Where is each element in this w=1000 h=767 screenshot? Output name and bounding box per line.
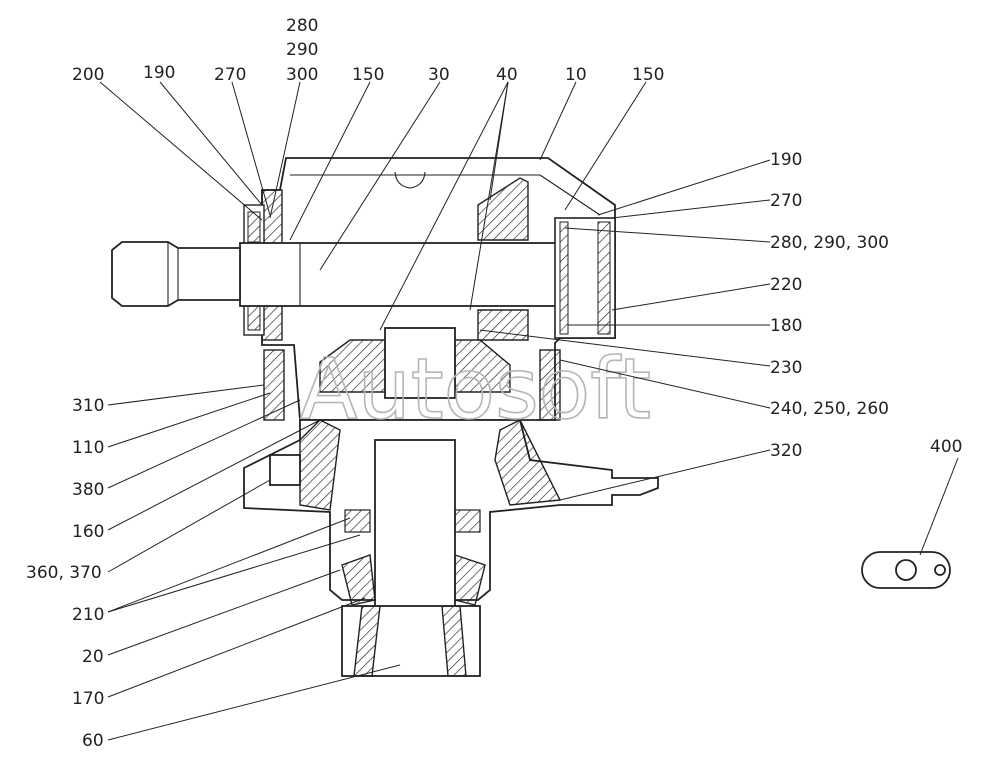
lower-housing-hatch-right	[494, 419, 562, 506]
item-400-pin	[934, 564, 946, 576]
top-boss	[394, 171, 426, 189]
label-40: 40	[496, 65, 518, 85]
taper-bearing-left	[341, 554, 376, 606]
label-310: 310	[72, 396, 104, 416]
label-60: 60	[82, 731, 104, 751]
label-150-right: 150	[632, 65, 664, 85]
vertical-shaft	[374, 439, 456, 609]
housing-drawing	[111, 157, 951, 677]
gear-hub	[384, 327, 456, 399]
watermark: Autosoft	[300, 340, 651, 438]
label-380: 380	[72, 480, 104, 500]
label-20: 20	[82, 647, 104, 667]
label-290-top: 290	[286, 40, 318, 60]
label-110: 110	[72, 438, 104, 458]
label-400: 400	[930, 437, 962, 457]
label-300-top: 300	[286, 65, 318, 85]
label-280-290-300: 280, 290, 300	[770, 233, 889, 253]
label-150-left: 150	[352, 65, 384, 85]
label-200: 200	[72, 65, 104, 85]
label-320: 320	[770, 441, 802, 461]
left-bolt	[263, 349, 285, 421]
label-160: 160	[72, 522, 104, 542]
label-280-top: 280	[286, 16, 318, 36]
label-30: 30	[428, 65, 450, 85]
part-number-labels: 200 190 270 280 290 300 150 30 40 10 150…	[26, 16, 962, 751]
label-220: 220	[770, 275, 802, 295]
label-10: 10	[565, 65, 587, 85]
leader-lines	[99, 81, 959, 741]
label-270-right: 270	[770, 191, 802, 211]
label-240-250-260: 240, 250, 260	[770, 399, 889, 419]
label-190-right: 190	[770, 150, 802, 170]
shaft-end	[111, 241, 241, 307]
main-shaft	[239, 242, 561, 307]
label-270-top: 270	[214, 65, 246, 85]
label-230: 230	[770, 358, 802, 378]
label-190-top: 190	[143, 63, 175, 83]
label-360-370: 360, 370	[26, 563, 102, 583]
right-bolt	[539, 349, 561, 421]
taper-bearing-right	[454, 554, 486, 606]
label-180: 180	[770, 316, 802, 336]
label-170: 170	[72, 689, 104, 709]
item-400-hole	[895, 559, 917, 581]
label-210: 210	[72, 605, 104, 625]
right-bearing-hatch	[477, 177, 529, 241]
side-plug	[269, 454, 301, 486]
